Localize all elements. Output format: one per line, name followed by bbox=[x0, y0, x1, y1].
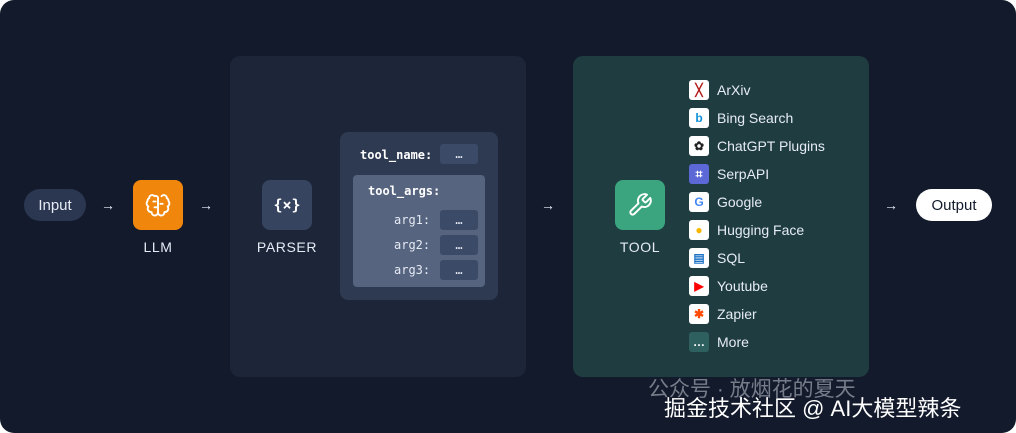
watermark-line-1: 公众号 · 放烟花的夏天 bbox=[648, 378, 856, 401]
input-pill: Input bbox=[24, 189, 86, 221]
brain-icon bbox=[145, 194, 171, 217]
tool-item-arxiv: ╳ ArXiv bbox=[689, 80, 750, 100]
tool-item-label: Hugging Face bbox=[717, 222, 805, 238]
tool-item-label: SQL bbox=[717, 250, 746, 266]
tool-name-key: tool_name: bbox=[360, 148, 433, 162]
tool-item-label: SerpAPI bbox=[717, 166, 770, 182]
tool-args-key: tool_args: bbox=[368, 184, 441, 198]
output-pill: Output bbox=[916, 189, 992, 221]
arg1-key: arg1: bbox=[394, 213, 431, 227]
tool-item-bing-search: b Bing Search bbox=[689, 108, 793, 128]
arg3-value: … bbox=[440, 260, 478, 280]
bing-icon: b bbox=[689, 108, 709, 128]
arxiv-icon: ╳ bbox=[689, 80, 709, 100]
tool-item-serpapi: ⌗ SerpAPI bbox=[689, 164, 769, 184]
sql-icon: ▤ bbox=[689, 248, 709, 268]
tool-item-label: Google bbox=[717, 194, 763, 210]
tool-item-sql: ▤ SQL bbox=[689, 248, 745, 268]
more-icon: … bbox=[689, 332, 709, 352]
tool-item-youtube: ▶ Youtube bbox=[689, 276, 768, 296]
hugging-face-icon: ● bbox=[689, 220, 709, 240]
tool-item-google: G Google bbox=[689, 192, 762, 212]
tool-item-label: More bbox=[717, 334, 749, 350]
tool-item-chatgpt-plugins: ✿ ChatGPT Plugins bbox=[689, 136, 825, 156]
wrench-icon bbox=[629, 193, 652, 216]
serpapi-icon: ⌗ bbox=[689, 164, 709, 184]
llm-label: LLM bbox=[143, 239, 173, 255]
tool-item-label: Bing Search bbox=[717, 110, 794, 126]
arrow-input-to-llm: → bbox=[101, 197, 115, 213]
arrow-tool-to-output: → bbox=[884, 197, 898, 213]
tool-item-zapier: ✱ Zapier bbox=[689, 304, 757, 324]
watermark-line-2: 掘金技术社区 @ AI大模型辣条 bbox=[664, 396, 962, 421]
arg2-key: arg2: bbox=[394, 238, 431, 252]
tool-icon-box bbox=[615, 180, 665, 230]
parser-label: PARSER bbox=[256, 239, 318, 255]
tool-name-value: … bbox=[440, 144, 478, 164]
tool-item-hugging-face: ● Hugging Face bbox=[689, 220, 804, 240]
arrow-parser-to-tool: → bbox=[541, 197, 555, 213]
arg2-value: … bbox=[440, 235, 478, 255]
youtube-icon: ▶ bbox=[689, 276, 709, 296]
input-label: Input bbox=[38, 196, 72, 214]
tool-item-label: Youtube bbox=[717, 278, 768, 294]
tool-item-more: … More bbox=[689, 332, 749, 352]
parser-icon-box: {×} bbox=[262, 180, 312, 230]
tool-item-label: ArXiv bbox=[717, 82, 751, 98]
google-icon: G bbox=[689, 192, 709, 212]
braces-x-icon: {×} bbox=[273, 196, 301, 214]
zapier-icon: ✱ bbox=[689, 304, 709, 324]
tool-item-label: ChatGPT Plugins bbox=[717, 138, 825, 154]
llm-icon-box bbox=[133, 180, 183, 230]
output-label: Output bbox=[931, 196, 977, 214]
tool-item-label: Zapier bbox=[717, 306, 757, 322]
tool-label: TOOL bbox=[619, 239, 661, 255]
arg3-key: arg3: bbox=[394, 263, 431, 277]
arrow-llm-to-parser: → bbox=[199, 197, 213, 213]
arg1-value: … bbox=[440, 210, 478, 230]
openai-icon: ✿ bbox=[689, 136, 709, 156]
